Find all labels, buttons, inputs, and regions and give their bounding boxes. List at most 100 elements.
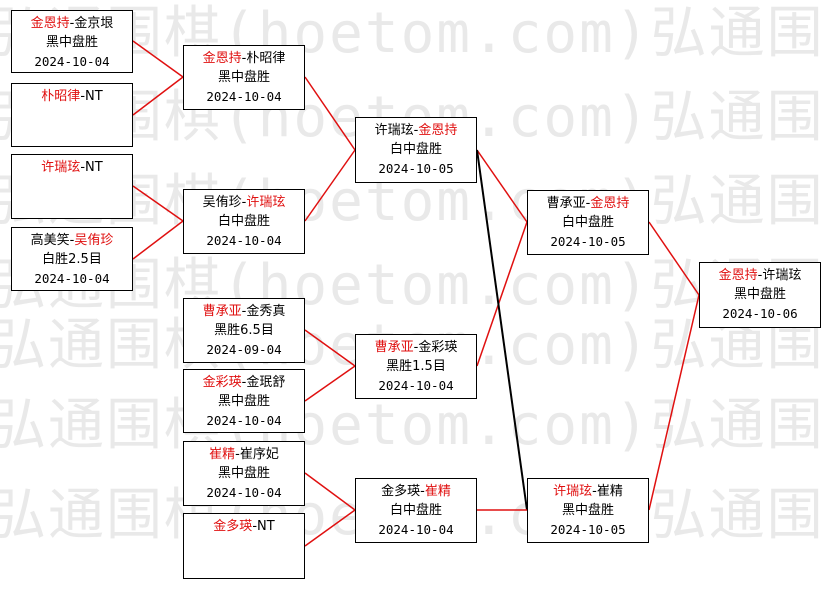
player-1: 曹承亚 [374, 340, 414, 355]
result: 白中盘胜 [217, 214, 270, 229]
players-line: 高美笑-吴侑珍 [30, 233, 114, 248]
player-1: 朴昭律 [41, 89, 81, 104]
connector-line [304, 472, 356, 511]
result: 白中盘胜 [389, 503, 442, 518]
players-line: 吴侑珍-许瑞玹 [202, 195, 286, 210]
connector-line [304, 509, 356, 547]
result: 白中盘胜 [561, 215, 614, 230]
match-box[interactable]: 许瑞玹-崔精 黑中盘胜 2024-10-05 [527, 478, 649, 543]
match-box[interactable]: 金恩持-许瑞玹 黑中盘胜 2024-10-06 [699, 262, 821, 328]
player-1: 金彩瑛 [202, 375, 242, 390]
date: 2024-10-06 [722, 306, 798, 321]
match-box[interactable]: 许瑞玹-金恩持 白中盘胜 2024-10-05 [355, 117, 477, 183]
players-line: 金恩持-金京垠 [30, 16, 114, 31]
players-line: 金多瑛-崔精 [381, 484, 451, 499]
result: 黑中盘胜 [561, 503, 614, 518]
match-box[interactable]: 朴昭律-NT [11, 83, 133, 147]
player-1: 吴侑珍 [202, 195, 242, 210]
date: 2024-10-04 [34, 54, 110, 69]
connector-line [476, 149, 528, 511]
connector-line [132, 220, 184, 260]
match-box[interactable]: 金多瑛-NT [183, 513, 305, 579]
result: 黑胜6.5目 [214, 323, 274, 338]
match-box[interactable]: 曹承亚-金恩持 白中盘胜 2024-10-05 [527, 190, 649, 255]
player-2: 崔序妃 [239, 447, 279, 462]
player-2: 许瑞玹 [762, 268, 802, 283]
player-2: 金珉舒 [246, 375, 286, 390]
connector-line [304, 365, 356, 402]
date: 2024-10-04 [34, 271, 110, 286]
players-line: 金恩持-朴昭律 [202, 51, 286, 66]
match-box[interactable]: 金恩持-朴昭律 黑中盘胜 2024-10-04 [183, 45, 305, 110]
player-2: 金秀真 [246, 304, 286, 319]
players-line: 许瑞玹-金恩持 [374, 123, 458, 138]
date: 2024-10-05 [550, 234, 626, 249]
player-2: 崔精 [596, 484, 623, 499]
player-1: 金多瑛 [381, 484, 421, 499]
connector-line [304, 76, 356, 151]
player-2: NT [85, 160, 103, 175]
date: 2024-10-05 [550, 522, 626, 537]
match-box[interactable]: 崔精-崔序妃 黑中盘胜 2024-10-04 [183, 441, 305, 506]
players-line: 许瑞玹-NT [41, 160, 103, 175]
result: 黑中盘胜 [217, 466, 270, 481]
match-box[interactable]: 曹承亚-金秀真 黑胜6.5目 2024-09-04 [183, 298, 305, 363]
result: 黑中盘胜 [733, 287, 786, 302]
connector-line [648, 294, 700, 511]
connector-line [132, 76, 184, 116]
match-box[interactable]: 金恩持-金京垠 黑中盘胜 2024-10-04 [11, 10, 133, 73]
date: 2024-10-04 [206, 485, 282, 500]
player-1: 许瑞玹 [41, 160, 81, 175]
date: 2024-10-05 [378, 161, 454, 176]
player-1: 金恩持 [30, 16, 70, 31]
player-1: 金多瑛 [213, 519, 253, 534]
player-2: 金恩持 [590, 196, 630, 211]
player-1: 曹承亚 [202, 304, 242, 319]
player-2: 朴昭律 [246, 51, 286, 66]
date: 2024-10-04 [378, 378, 454, 393]
player-2: 崔精 [424, 484, 451, 499]
date: 2024-10-04 [206, 413, 282, 428]
player-1: 曹承亚 [546, 196, 586, 211]
match-box[interactable]: 吴侑珍-许瑞玹 白中盘胜 2024-10-04 [183, 189, 305, 254]
player-2: 金彩瑛 [418, 340, 458, 355]
match-box[interactable]: 高美笑-吴侑珍 白胜2.5目 2024-10-04 [11, 227, 133, 291]
match-box[interactable]: 金多瑛-崔精 白中盘胜 2024-10-04 [355, 478, 477, 543]
player-1: 金恩持 [202, 51, 242, 66]
result: 黑胜1.5目 [386, 359, 446, 374]
date: 2024-10-04 [206, 89, 282, 104]
connector-line [476, 149, 528, 223]
connector-line [304, 329, 356, 367]
players-line: 金多瑛-NT [213, 519, 275, 534]
result: 白中盘胜 [389, 142, 442, 157]
result: 黑中盘胜 [217, 70, 270, 85]
match-box[interactable]: 曹承亚-金彩瑛 黑胜1.5目 2024-10-04 [355, 334, 477, 399]
players-line: 许瑞玹-崔精 [553, 484, 623, 499]
player-1: 金恩持 [718, 268, 758, 283]
player-1: 高美笑 [30, 233, 70, 248]
player-2: 许瑞玹 [246, 195, 286, 210]
connector-line [476, 221, 528, 367]
date: 2024-10-04 [378, 522, 454, 537]
player-1: 崔精 [209, 447, 236, 462]
connector-line [304, 149, 356, 222]
match-box[interactable]: 金彩瑛-金珉舒 黑中盘胜 2024-10-04 [183, 369, 305, 433]
match-box[interactable]: 许瑞玹-NT [11, 154, 133, 219]
players-line: 崔精-崔序妃 [209, 447, 279, 462]
player-2: 吴侑珍 [74, 233, 114, 248]
players-line: 朴昭律-NT [41, 89, 103, 104]
result: 黑中盘胜 [217, 394, 270, 409]
players-line: 金彩瑛-金珉舒 [202, 375, 286, 390]
date: 2024-10-04 [206, 233, 282, 248]
connector-line [132, 40, 184, 78]
players-line: 曹承亚-金恩持 [546, 196, 630, 211]
player-2: 金京垠 [74, 16, 114, 31]
result: 白胜2.5目 [42, 252, 102, 267]
players-line: 曹承亚-金彩瑛 [374, 340, 458, 355]
date: 2024-09-04 [206, 342, 282, 357]
connector-line [648, 221, 700, 296]
result: 黑中盘胜 [45, 35, 98, 50]
player-2: NT [257, 519, 275, 534]
